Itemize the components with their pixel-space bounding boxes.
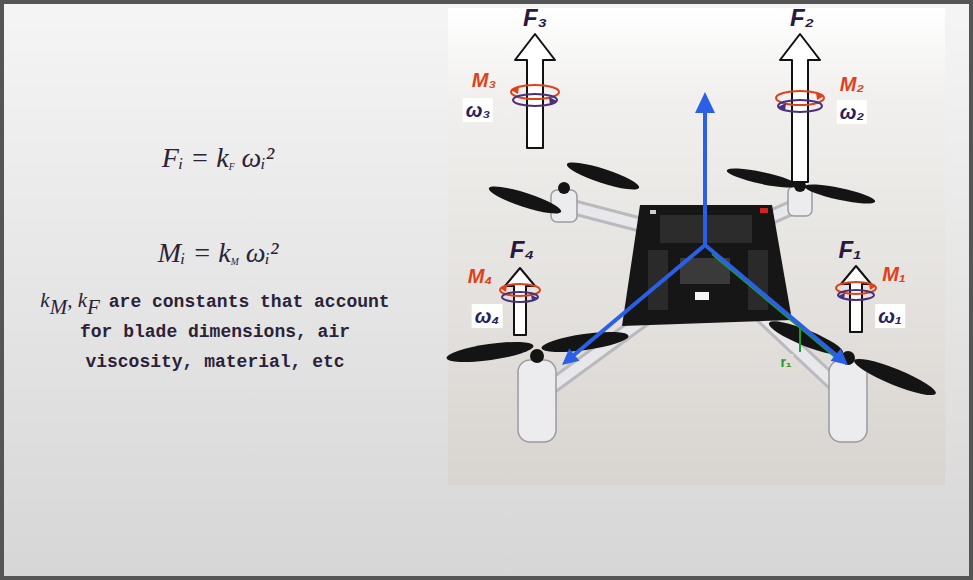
force-label: F₄ xyxy=(510,236,534,264)
thrust-formula: Fᵢ = kFωᵢ² xyxy=(18,138,418,184)
radius-marker xyxy=(712,254,835,357)
formula-subscript: M xyxy=(231,256,239,267)
formula-term: , k xyxy=(67,288,87,312)
formula-subscript: F xyxy=(87,295,100,319)
formula-subscript: M xyxy=(50,295,68,319)
rotation-heads xyxy=(500,86,876,301)
moment-label: M₁ xyxy=(882,263,906,286)
note-text: are constants that account for blade dim… xyxy=(80,292,401,372)
motor-housings xyxy=(518,186,867,442)
formula-subscript: F xyxy=(229,161,235,172)
formula-term: Fᵢ = k xyxy=(162,142,229,173)
formula-term: Mᵢ = k xyxy=(158,237,231,268)
radius-label: r₁ xyxy=(778,354,793,370)
propellers xyxy=(445,158,938,401)
force-label: F₁ xyxy=(838,236,861,264)
moment-label: M₄ xyxy=(468,265,493,288)
force-label: F₃ xyxy=(523,4,547,32)
force-label: F₂ xyxy=(790,4,814,32)
moment-label: M₂ xyxy=(840,73,864,96)
rotation-rings xyxy=(500,85,876,302)
constants-note: kM, kFare constants that account for bla… xyxy=(40,286,390,377)
speed-label: ω₂ xyxy=(837,100,867,124)
speed-label: ω₃ xyxy=(463,98,493,122)
moment-formula: Mᵢ = kMωᵢ² xyxy=(18,233,418,279)
speed-label: ω₁ xyxy=(875,304,905,328)
formula-term: ωᵢ² xyxy=(246,237,279,268)
formula-term: ωᵢ² xyxy=(242,142,275,173)
photo-ground xyxy=(448,8,945,485)
thrust-arrows xyxy=(505,34,871,335)
moment-label: M₃ xyxy=(472,69,496,92)
speed-label: ω₄ xyxy=(472,304,503,328)
formula-term: k xyxy=(40,288,49,312)
drone-arms xyxy=(540,205,846,395)
